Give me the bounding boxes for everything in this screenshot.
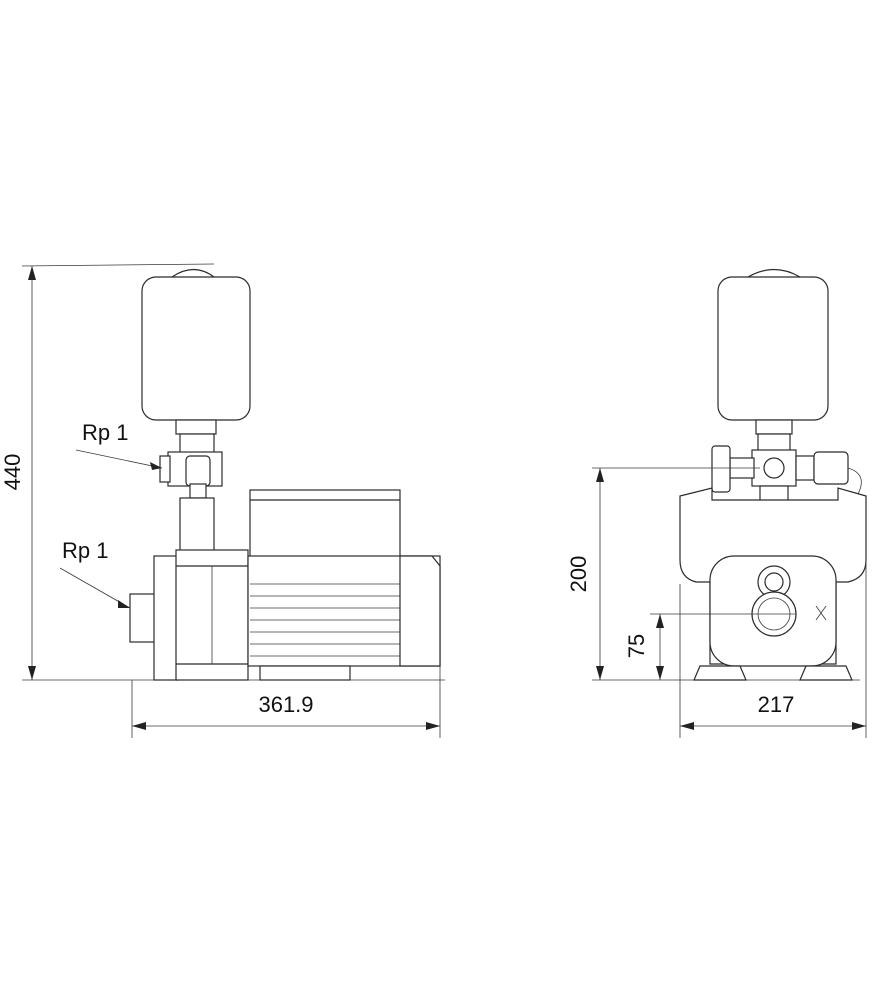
outlet-connection-label: Rp 1 (82, 420, 128, 445)
front-pump-body (679, 487, 867, 681)
side-motor (247, 489, 441, 681)
dim-front-width: 217 (758, 692, 795, 717)
dim-side-length: 361.9 (258, 692, 313, 717)
side-outlet-fitting (159, 433, 223, 555)
side-view: 440 361.9 Rp 1 Rp 1 (0, 263, 445, 738)
inlet-connection-label: Rp 1 (62, 538, 108, 563)
side-pressure-tank (141, 268, 251, 435)
dim-inlet-height: 75 (624, 634, 649, 658)
side-pump-housing (129, 549, 249, 681)
front-pressure-tank (717, 268, 829, 435)
dim-front-height: 200 (566, 556, 591, 593)
front-view: 200 75 217 (566, 268, 867, 738)
dim-total-height: 440 (0, 454, 25, 491)
